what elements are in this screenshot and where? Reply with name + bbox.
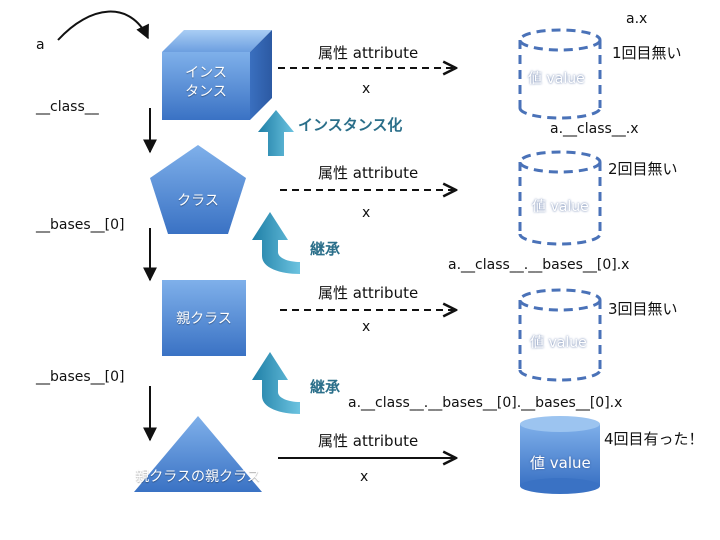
attr-label-1: 属性 attribute: [318, 44, 419, 62]
inherit-arrow-2: [252, 352, 300, 414]
class-pentagon: [150, 145, 246, 234]
lookup-expr-2: a.__class__.x: [550, 121, 639, 137]
value-cylinder-3: [518, 288, 602, 382]
lookup-expr-1: a.x: [626, 11, 648, 27]
instance-label: インス タンス: [185, 65, 227, 100]
value-label-4: 値 value: [530, 454, 591, 472]
class-label: クラス: [177, 193, 219, 209]
attr-label-4: 属性 attribute: [318, 432, 419, 450]
grandparent-triangle: [134, 416, 262, 492]
parent-square: [162, 280, 246, 356]
class-attr-label: __class__: [36, 99, 99, 115]
bases-label-2: __bases__[0]: [36, 369, 125, 385]
value-cylinder-2: [518, 150, 602, 246]
value-cylinder-1: [518, 28, 602, 120]
result-label-2: 2回目無い: [608, 160, 678, 178]
instantiation-label: インスタンス化: [298, 116, 403, 134]
value-label-2: 値 value: [532, 199, 589, 215]
instance-cube: [162, 30, 272, 120]
lookup-expr-3: a.__class__.__bases__[0].x: [448, 257, 630, 273]
value-label-3: 値 value: [530, 335, 587, 351]
value-label-1: 値 value: [528, 71, 585, 87]
attr-label-2: 属性 attribute: [318, 164, 419, 182]
attr-label-3: 属性 attribute: [318, 284, 419, 302]
lookup-expr-4: a.__class__.__bases__[0].__bases__[0].x: [348, 395, 623, 411]
inherit-arrow-1: [252, 212, 300, 274]
parent-class-label: 親クラス: [176, 311, 232, 327]
inherit-label-2: 継承: [310, 378, 341, 396]
attr-name-2: x: [362, 205, 371, 221]
grandparent-class-label: 親クラスの親クラス: [135, 469, 261, 485]
instantiation-arrow: [258, 110, 294, 156]
result-label-3: 3回目無い: [608, 300, 678, 318]
result-label-1: 1回目無い: [612, 44, 682, 62]
bases-label-1: __bases__[0]: [36, 217, 125, 233]
attr-name-3: x: [362, 319, 371, 335]
inherit-label-1: 継承: [310, 240, 341, 258]
attr-name-4: x: [360, 469, 369, 485]
attr-name-1: x: [362, 81, 371, 97]
variable-a-label: a: [36, 37, 45, 53]
value-cylinder-4: [520, 416, 600, 494]
a-to-instance-arrow: [57, 10, 149, 41]
result-label-4: 4回目有った！: [604, 430, 704, 448]
